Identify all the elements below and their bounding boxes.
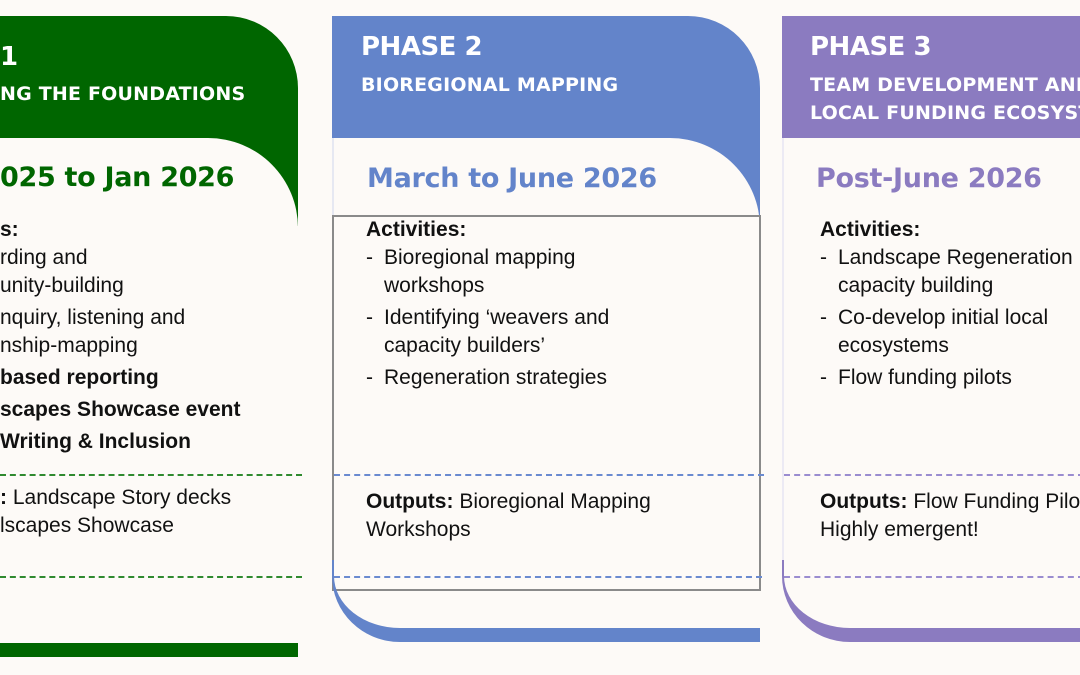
phase-3-body (782, 138, 1080, 248)
phase-2-date: March to June 2026 (367, 163, 657, 194)
phase-1-activities-label: s: (0, 218, 19, 241)
phase-3-bottom-curve (782, 560, 1080, 642)
phase-2-activities-label: Activities: (366, 218, 467, 241)
phase-3-activities-label: Activities: (820, 218, 921, 241)
phase-1-title: NG THE FOUNDATIONS (0, 83, 246, 105)
phase-1-activity: scapes Showcase event (0, 398, 241, 421)
phase-2-content-frame (332, 215, 761, 591)
phase-3-header (782, 16, 1080, 138)
phase-3-card: PHASE 3 TEAM DEVELOPMENT AND LOCAL FUNDI… (782, 16, 1080, 656)
phase-3-left-edge (782, 138, 784, 578)
phase-2-divider-bottom (334, 576, 762, 578)
phase-1-card: 1 NG THE FOUNDATIONS 025 to Jan 2026 (0, 16, 298, 656)
phase-1-activity: Writing & Inclusion (0, 430, 191, 453)
phase-1-body (0, 138, 298, 248)
phase-2-outputs: Outputs: Bioregional Mapping Workshops (366, 490, 651, 541)
phase-2-divider-top (334, 474, 764, 476)
phase-3-title: TEAM DEVELOPMENT AND LOCAL FUNDING ECOSY… (810, 74, 1080, 124)
phase-2-number: PHASE 2 (361, 32, 483, 62)
phase-1-outputs: : Landscape Story decks lscapes Showcase (0, 486, 232, 537)
phase-2-left-edge (332, 138, 334, 218)
phase-1-divider-top (0, 474, 302, 476)
phase-2-card: PHASE 2 BIOREGIONAL MAPPING March to Jun… (332, 16, 760, 656)
phase-1-bottom-bar (0, 643, 298, 657)
phase-1-number: 1 (0, 42, 18, 72)
phase-3-outputs: Outputs: Flow Funding Pilots Highly emer… (820, 490, 1080, 541)
phase-2-bottom-curve (332, 560, 760, 642)
phase-3-divider-top (784, 474, 1080, 476)
phase-1-date: 025 to Jan 2026 (0, 162, 235, 193)
phase-3-number: PHASE 3 (810, 32, 932, 62)
phase-1-divider-bottom (0, 576, 302, 578)
phase-2-title: BIOREGIONAL MAPPING (361, 74, 619, 96)
phase-3-divider-bottom (784, 576, 1080, 578)
phase-3-date: Post-June 2026 (816, 163, 1042, 194)
phase-3-activity: -Flow funding pilots (820, 366, 1012, 389)
phase-2-activity: -Regeneration strategies (366, 366, 607, 389)
phase-1-activity: based reporting (0, 366, 159, 389)
phase-2-body (332, 138, 760, 248)
